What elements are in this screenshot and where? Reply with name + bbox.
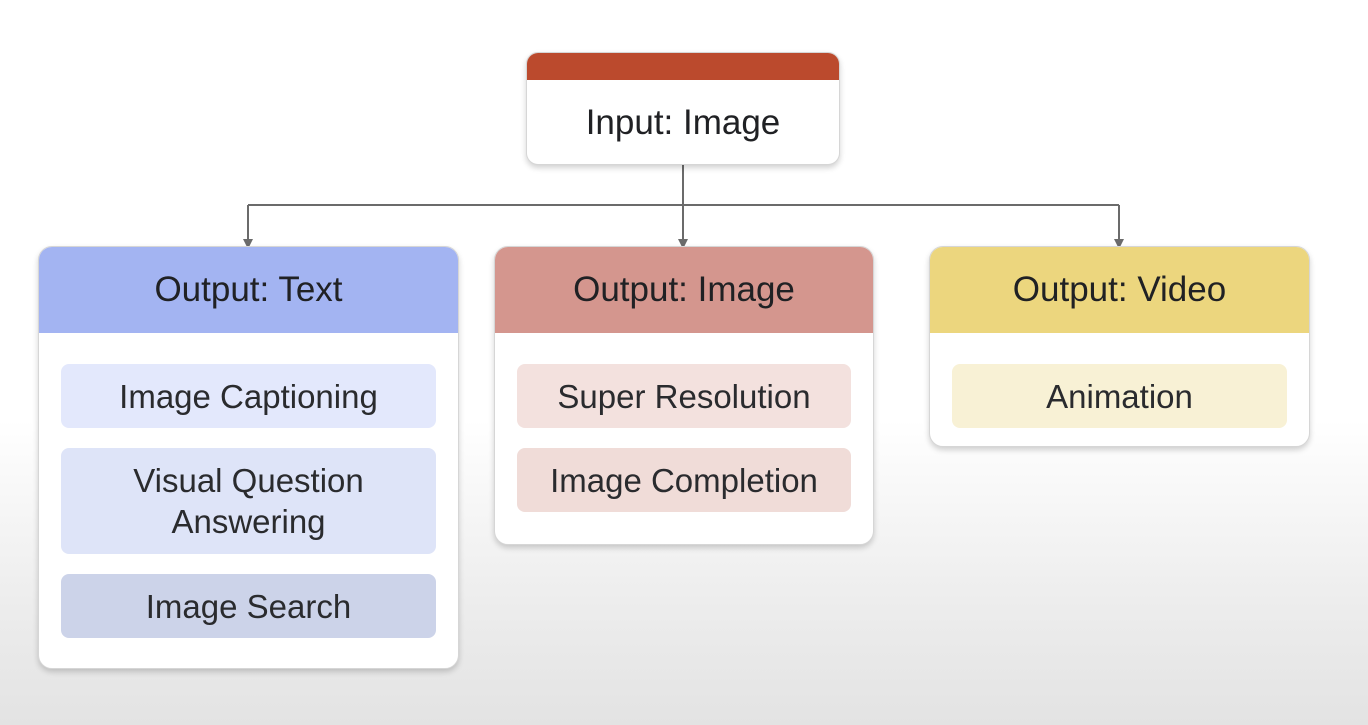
task-item-label: Image Captioning bbox=[119, 377, 378, 415]
output-card-text-header: Output: Text bbox=[39, 247, 458, 333]
task-item-image-captioning: Image Captioning bbox=[61, 364, 436, 428]
task-item-label: Image Completion bbox=[550, 461, 818, 499]
output-card-video-header: Output: Video bbox=[930, 247, 1309, 333]
task-item-label: Answering bbox=[171, 503, 326, 540]
task-item-super-resolution: Super Resolution bbox=[517, 364, 851, 428]
output-card-video: Output: Video Animation bbox=[929, 246, 1310, 447]
input-node: Input: Image bbox=[526, 52, 840, 165]
output-card-text: Output: Text Image Captioning Visual Que… bbox=[38, 246, 459, 669]
input-node-label: Input: Image bbox=[585, 103, 781, 142]
task-item-label: Visual Question bbox=[133, 462, 364, 499]
task-item-label: Animation bbox=[1046, 377, 1193, 415]
output-card-image-header: Output: Image bbox=[495, 247, 873, 333]
task-item-visual-question-answering: Visual Question Answering bbox=[61, 448, 436, 554]
input-node-accent-bar bbox=[527, 53, 839, 80]
output-card-image: Output: Image Super Resolution Image Com… bbox=[494, 246, 874, 545]
task-item-image-completion: Image Completion bbox=[517, 448, 851, 512]
task-item-animation: Animation bbox=[952, 364, 1287, 428]
task-item-label: Super Resolution bbox=[557, 377, 811, 415]
task-item-label: Image Search bbox=[145, 587, 352, 625]
task-item-image-search: Image Search bbox=[61, 574, 436, 638]
